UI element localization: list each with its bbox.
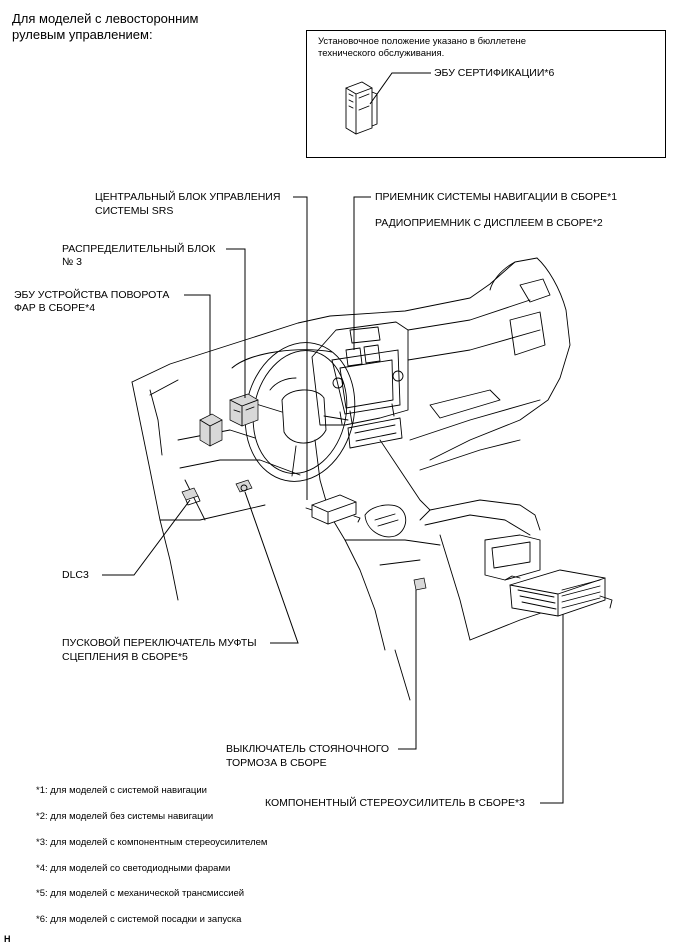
stereo-amplifier-part <box>504 569 613 617</box>
clutch-start-switch-label-line-1: ПУСКОВОЙ ПЕРЕКЛЮЧАТЕЛЬ МУФТЫ <box>62 637 257 649</box>
junction-block-label-line-1: РАСПРЕДЕЛИТЕЛЬНЫЙ БЛОК <box>62 243 216 255</box>
headlight-swivel-ecu-label-line-1: ЭБУ УСТРОЙСТВА ПОВОРОТА <box>14 289 170 301</box>
srs-airbag-sensor-label-line-1: ЦЕНТРАЛЬНЫЙ БЛОК УПРАВЛЕНИЯ <box>95 191 281 203</box>
dlc3-part <box>181 487 201 506</box>
navigation-leader <box>353 196 371 350</box>
clutch-start-switch-label-line-2: СЦЕПЛЕНИЯ В СБОРЕ*5 <box>62 651 188 663</box>
amplifier-leader <box>540 614 564 804</box>
stereo-amplifier-label: КОМПОНЕНТНЫЙ СТЕРЕОУСИЛИТЕЛЬ В СБОРЕ*3 <box>265 797 525 809</box>
parking-brake-switch-label-line-2: ТОРМОЗА В СБОРЕ <box>226 757 327 769</box>
navigation-receiver-label: ПРИЕМНИК СИСТЕМЫ НАВИГАЦИИ В СБОРЕ*1 <box>375 191 618 203</box>
srs-airbag-sensor-part <box>305 494 361 525</box>
headlight-swivel-ecu-part <box>199 413 223 447</box>
footnote-4: *4: для моделей со светодиодными фарами <box>36 863 231 874</box>
srs-leader <box>293 196 308 500</box>
clutch-start-switch-part <box>235 479 253 493</box>
junction-block-part <box>229 393 259 427</box>
srs-airbag-sensor-label-line-2: СИСТЕМЫ SRS <box>95 205 174 217</box>
junction-leader <box>226 248 246 398</box>
parking-brake-leader <box>398 590 417 750</box>
footnote-5: *5: для моделей с механической трансмисс… <box>36 888 245 899</box>
footnote-6: *6: для моделей с системой посадки и зап… <box>36 914 242 925</box>
clutch-leader <box>244 491 299 644</box>
footnote-1: *1: для моделей с системой навигации <box>36 785 207 796</box>
cluster-hood <box>231 349 333 369</box>
dashboard-outline <box>131 257 571 701</box>
page-header-line-1: Для моделей с левосторонним <box>12 11 199 26</box>
inset-note-line-2: технического обслуживания. <box>318 48 445 59</box>
radio-receiver-label: РАДИОПРИЕМНИК С ДИСПЛЕЕМ В СБОРЕ*2 <box>375 217 603 229</box>
ecu-certification-leader <box>369 72 431 105</box>
parking-brake-switch-part <box>413 577 427 591</box>
inset-box <box>306 30 666 158</box>
parking-brake-switch-label-line-1: ВЫКЛЮЧАТЕЛЬ СТОЯНОЧНОГО <box>226 743 390 755</box>
headlight-swivel-ecu-label-line-2: ФАР В СБОРЕ*4 <box>14 302 96 314</box>
steering-wheel <box>244 342 356 482</box>
swivel-leader <box>184 294 211 415</box>
inset-note-line-1: Установочное положение указано в бюллете… <box>318 36 527 47</box>
ecu-certification-label: ЭБУ СЕРТИФИКАЦИИ*6 <box>434 67 555 79</box>
footnote-2: *2: для моделей без системы навигации <box>36 811 214 822</box>
dlc3-label: DLC3 <box>62 569 89 581</box>
footnote-3: *3: для моделей с компонентным стереоуси… <box>36 837 268 848</box>
corner-mark: H <box>4 934 11 944</box>
junction-block-label-line-2: № 3 <box>62 256 83 268</box>
dlc3-leader <box>102 499 191 576</box>
page-header-line-2: рулевым управлением: <box>12 27 153 42</box>
certification-ecu-part <box>345 81 378 135</box>
